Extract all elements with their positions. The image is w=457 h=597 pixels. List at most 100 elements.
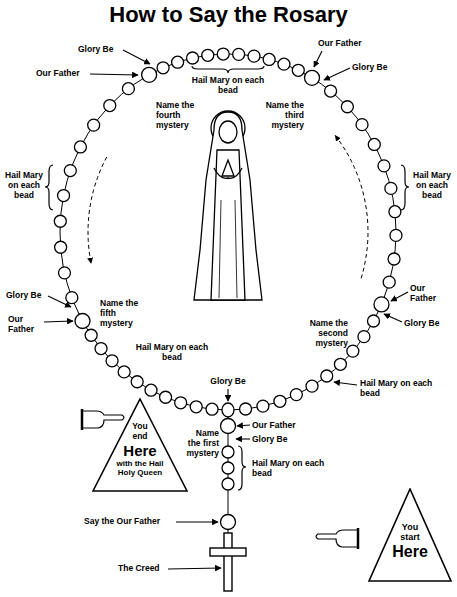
leader-arrow xyxy=(384,314,402,322)
leader-arrow xyxy=(123,50,150,64)
hail-mary-bead xyxy=(58,267,70,279)
instruction-label: Our Father xyxy=(318,38,370,48)
hail-mary-bead xyxy=(278,58,290,70)
cross-upright xyxy=(224,533,232,591)
crucifix xyxy=(210,533,246,591)
hail-mary-bead xyxy=(248,50,260,62)
instruction-label: Name the second mystery xyxy=(294,318,348,349)
instruction-label: Our Father xyxy=(252,420,312,430)
leader-arrow xyxy=(236,438,250,439)
hail-mary-bead xyxy=(274,395,286,407)
hail-mary-bead xyxy=(95,343,107,355)
bracket xyxy=(192,66,264,73)
hand xyxy=(82,411,124,428)
triangle-shape xyxy=(369,489,451,581)
sign-text: with the Hail Holy Queen xyxy=(107,459,173,477)
leader-arrow xyxy=(334,382,357,385)
rosary-medal xyxy=(222,403,234,417)
hail-mary-bead xyxy=(222,446,234,458)
instruction-label: Glory Be xyxy=(352,62,396,72)
instruction-label: Glory Be xyxy=(78,44,122,54)
instruction-label: Our Father xyxy=(36,68,88,78)
triangle-sign: You endHerewith the Hail Holy Queen xyxy=(92,398,188,492)
sign-text: You start xyxy=(394,522,426,543)
sign-heading: Here xyxy=(392,543,428,561)
instruction-label: Name the fourth mystery xyxy=(156,100,200,131)
hail-mary-bead xyxy=(157,62,169,74)
hail-mary-bead xyxy=(341,101,353,113)
instruction-label: Hail Mary on each bead xyxy=(252,458,332,478)
leader-arrow xyxy=(176,521,218,522)
leader-arrow xyxy=(314,51,322,67)
cross-beam xyxy=(210,548,246,556)
hail-mary-bead xyxy=(356,119,368,131)
our-father-bead xyxy=(305,70,320,85)
hail-mary-bead xyxy=(172,56,184,68)
instruction-label: Our Father xyxy=(8,314,44,334)
mantle xyxy=(194,112,262,300)
hail-mary-bead xyxy=(202,49,214,61)
hail-mary-bead xyxy=(66,292,78,304)
hail-mary-bead xyxy=(347,345,359,357)
instruction-label: Name the third mystery xyxy=(258,100,304,131)
hail-mary-bead xyxy=(145,384,157,396)
instruction-label: Name the first mystery xyxy=(181,428,219,459)
hail-mary-bead xyxy=(206,403,218,415)
leader-arrow xyxy=(237,425,250,426)
direction-arrow xyxy=(335,136,368,279)
leader-arrow xyxy=(90,74,138,75)
hail-mary-bead xyxy=(58,190,70,202)
hail-mary-bead xyxy=(85,329,97,341)
hail-mary-bead xyxy=(131,376,143,388)
hail-mary-bead xyxy=(290,389,302,401)
leader-arrows xyxy=(44,50,408,569)
hail-mary-bead xyxy=(54,215,66,227)
hail-mary-bead xyxy=(334,358,346,370)
robe-folds xyxy=(219,200,237,298)
triangle-shape xyxy=(93,399,187,491)
hail-mary-bead xyxy=(240,403,252,415)
hail-mary-bead xyxy=(64,165,76,177)
leader-arrow xyxy=(44,321,73,322)
hail-mary-bead xyxy=(190,401,202,413)
hail-mary-bead xyxy=(118,366,130,378)
our-father-bead xyxy=(374,297,389,312)
bracket xyxy=(238,446,246,490)
hail-mary-bead xyxy=(306,380,318,392)
hail-mary-bead xyxy=(106,355,118,367)
title: How to Say the Rosary xyxy=(0,2,457,28)
our-father-bead xyxy=(221,515,236,530)
hail-mary-bead xyxy=(385,182,397,194)
sleeves xyxy=(214,168,242,178)
cuff xyxy=(81,409,84,430)
instruction-label: Hail Mary on each bead xyxy=(2,170,46,201)
instruction-label: Glory Be xyxy=(404,318,448,328)
praying-hands xyxy=(222,160,234,176)
cuff xyxy=(357,528,360,549)
hail-mary-bead xyxy=(325,85,337,97)
hail-mary-bead xyxy=(187,52,199,64)
rosary-beads xyxy=(54,48,402,533)
hail-mary-bead xyxy=(122,83,134,95)
hail-mary-bead xyxy=(74,141,86,153)
pointing-hand xyxy=(82,409,124,430)
instruction-label: Say the Our Father xyxy=(84,516,174,526)
hail-mary-bead xyxy=(160,391,172,403)
instruction-label: Hail Mary on each bead xyxy=(188,75,268,95)
instruction-label: Glory Be xyxy=(206,376,250,386)
hail-mary-bead xyxy=(55,241,67,253)
hail-mary-bead xyxy=(175,397,187,409)
our-father-bead xyxy=(142,67,157,82)
instruction-label: Glory Be xyxy=(252,434,296,444)
hand xyxy=(316,530,358,547)
leader-arrow xyxy=(168,568,221,569)
bracket xyxy=(45,165,53,210)
instruction-label: The Creed xyxy=(118,563,168,573)
hail-mary-bead xyxy=(389,206,401,218)
instruction-label: Hail Mary on each bead xyxy=(360,378,448,398)
hail-mary-bead xyxy=(217,48,229,60)
our-father-bead xyxy=(75,314,90,329)
triangle-sign: You startHere xyxy=(368,488,452,582)
leader-arrow xyxy=(227,389,228,401)
